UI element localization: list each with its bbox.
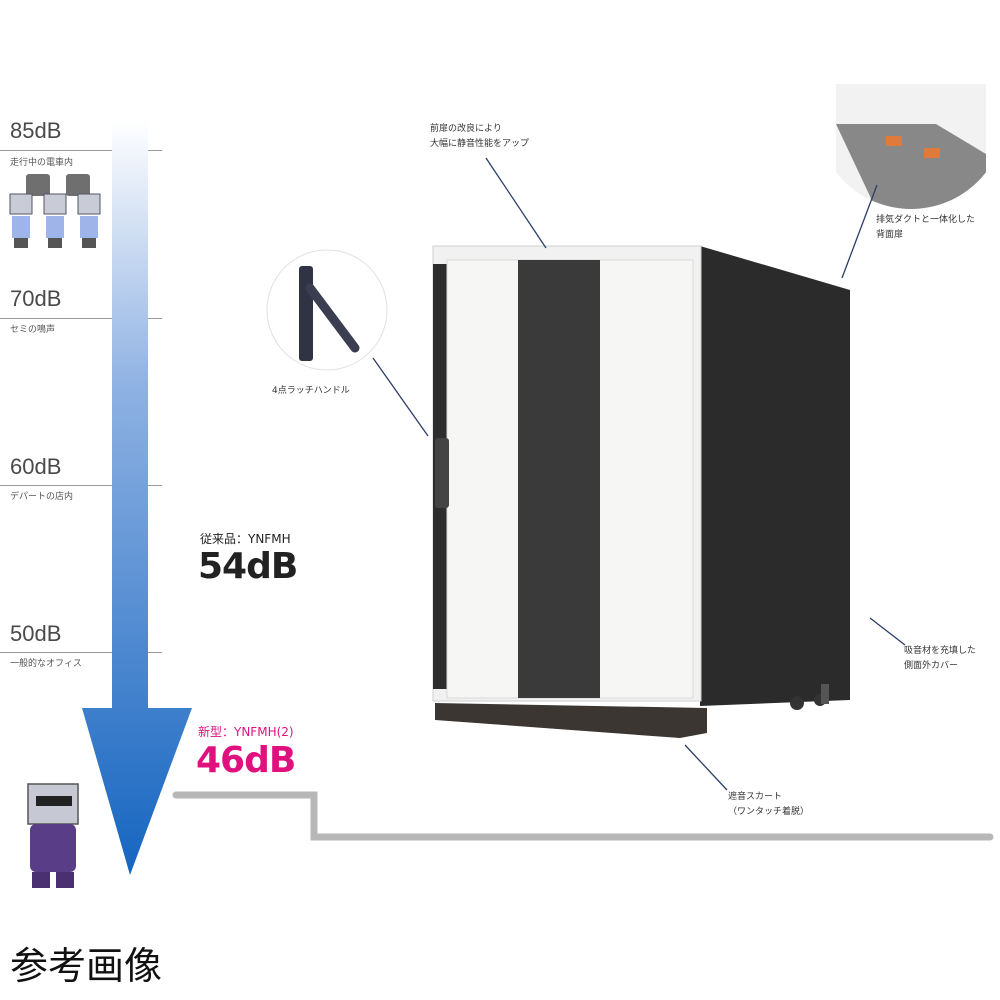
callout-skirt: 遮音スカート （ワンタッチ着脱） <box>728 792 810 817</box>
new-product-value: 46dB <box>196 740 296 781</box>
callout-side-cover: 吸音材を充填した 側面外カバー <box>904 646 977 671</box>
callout-rear-door: 排気ダクトと一体化した 背面扉 <box>876 215 976 240</box>
noisy-people-icon <box>9 174 101 248</box>
noise-reduction-arrow <box>82 120 192 875</box>
db-desc-60: デパートの店内 <box>10 492 74 502</box>
callout-front-door: 前扉の改良により 大幅に静音性能をアップ <box>430 124 530 149</box>
old-product-label: 従来品：YNFMH <box>200 532 291 546</box>
quiet-ninja-icon <box>27 783 79 888</box>
db-level-50: 50dB <box>10 621 62 646</box>
db-desc-70: セミの鳴声 <box>10 325 56 335</box>
divider <box>0 318 162 319</box>
db-level-70: 70dB <box>10 286 62 311</box>
callout-latch: 4点ラッチハンドル <box>272 386 350 396</box>
server-cabinet-illustration <box>432 245 850 738</box>
divider <box>0 652 162 653</box>
db-desc-85: 走行中の電車内 <box>10 158 74 168</box>
level-step-line <box>172 791 994 841</box>
new-product-label: 新型：YNFMH(2) <box>198 725 294 739</box>
old-product-value: 54dB <box>198 546 298 587</box>
db-level-85: 85dB <box>10 118 62 143</box>
divider <box>0 150 162 151</box>
reference-image-caption: 参考画像 <box>10 944 163 988</box>
db-desc-50: 一般的なオフィス <box>10 659 82 669</box>
db-level-60: 60dB <box>10 454 62 479</box>
divider <box>0 485 162 486</box>
latch-handle-inset <box>266 249 388 371</box>
rear-door-inset <box>836 84 986 209</box>
